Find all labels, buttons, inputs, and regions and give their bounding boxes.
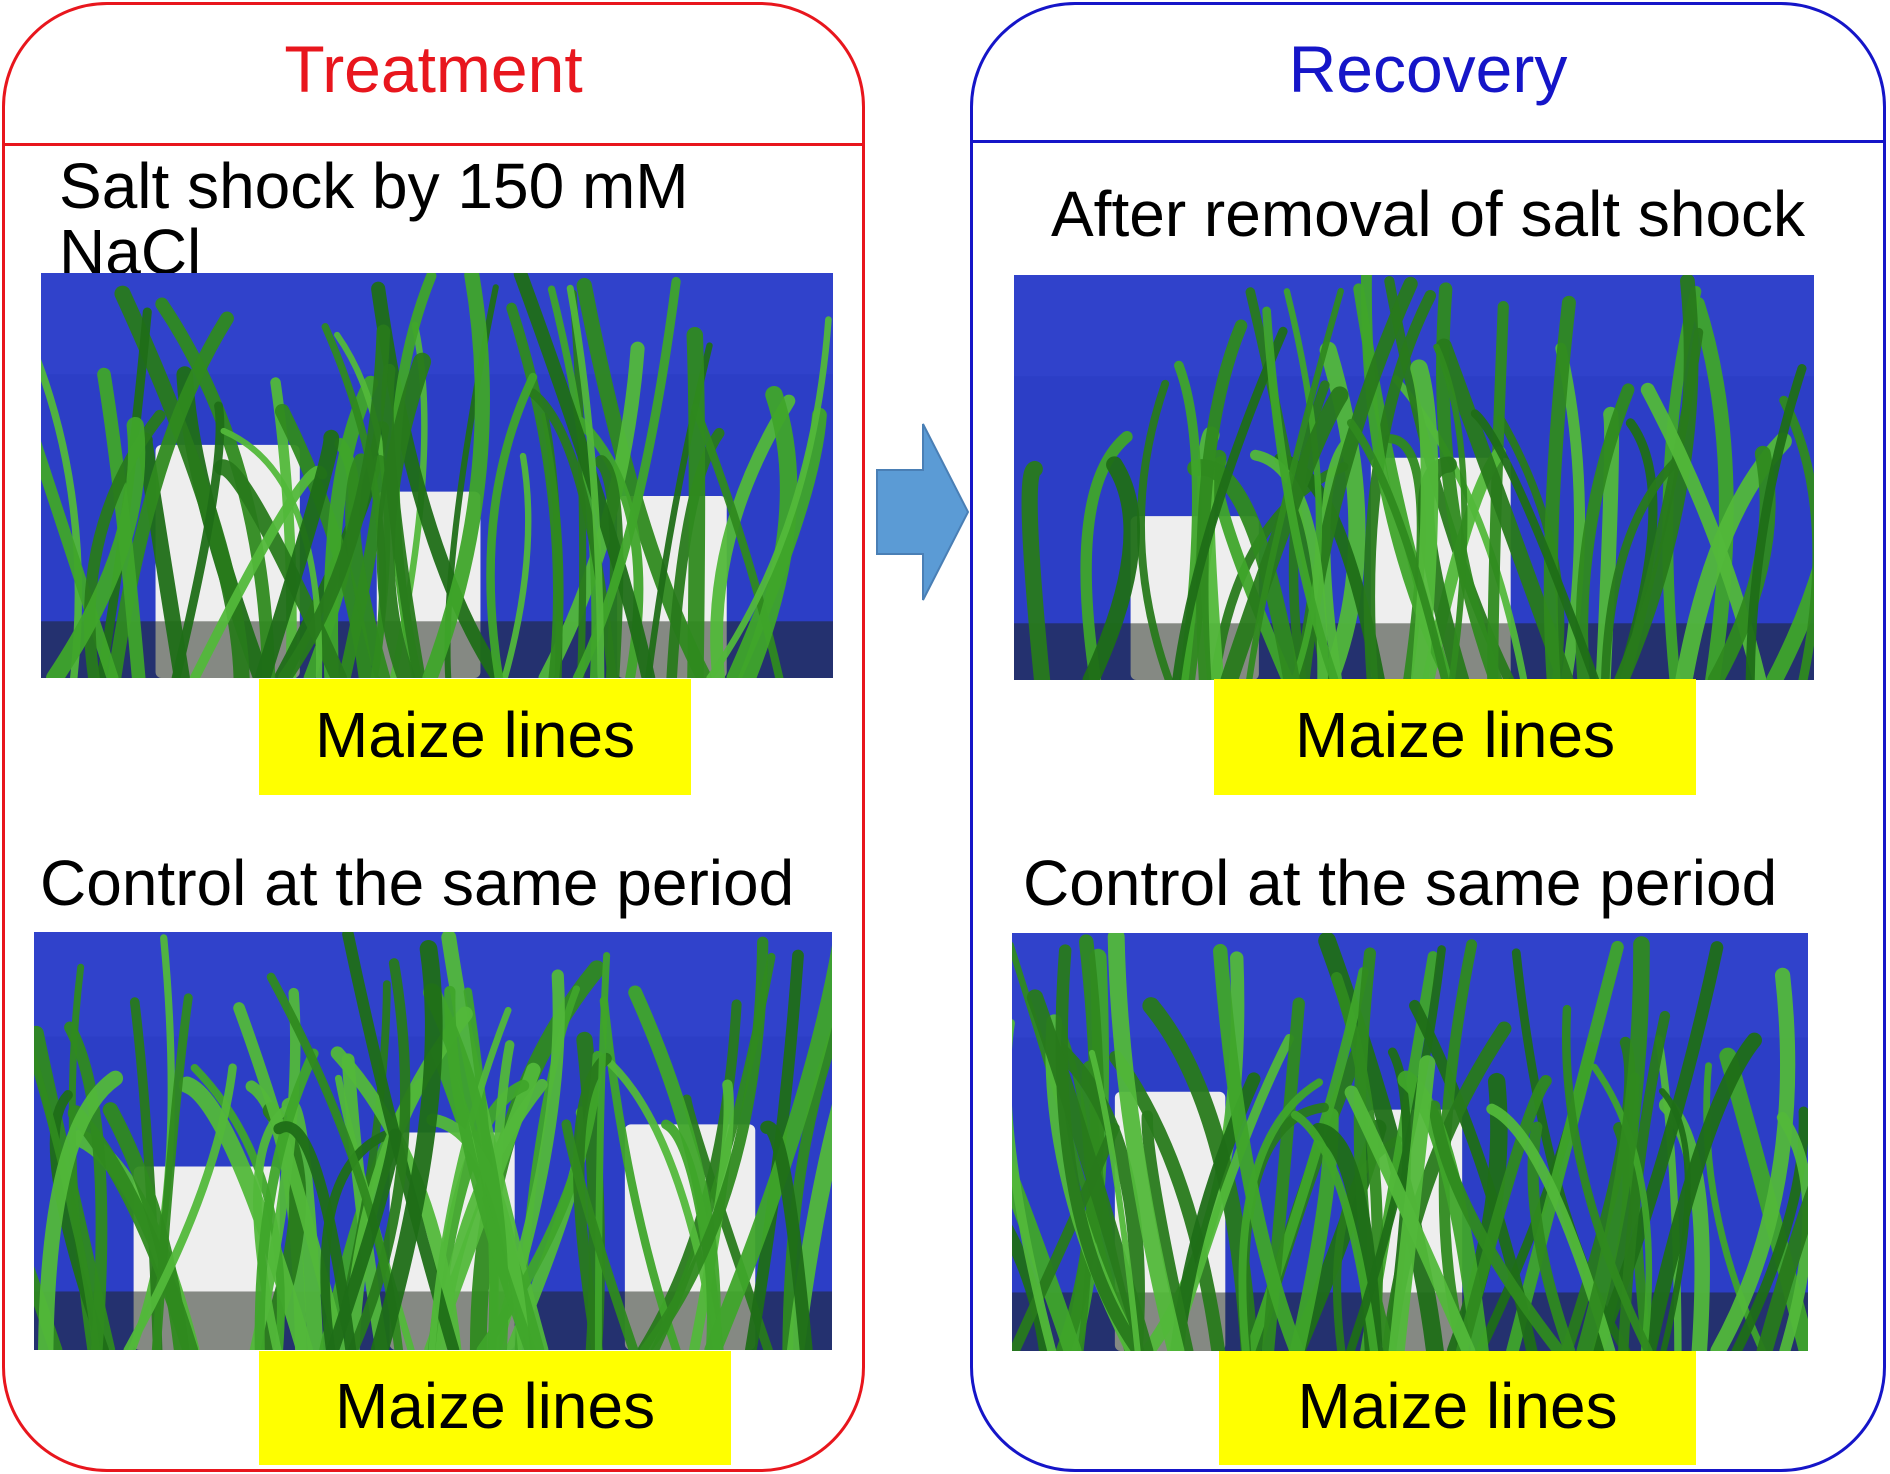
recovery-title: Recovery: [1288, 32, 1568, 106]
treatment-panel: Treatment Salt shock by 150 mM NaCl Maiz…: [2, 2, 865, 1472]
recovery-photo: [1014, 275, 1814, 680]
recovery-control-photo: [1012, 933, 1808, 1351]
treatment-top-maize-label: Maize lines: [259, 679, 691, 795]
recovery-panel: Recovery After removal of salt shock Mai…: [970, 2, 1886, 1472]
salt-shock-photo: [41, 273, 833, 678]
recovery-bottom-caption: Control at the same period: [1023, 847, 1778, 919]
treatment-control-photo: [34, 932, 832, 1350]
recovery-top-caption: After removal of salt shock: [1050, 178, 1806, 250]
treatment-title: Treatment: [284, 32, 583, 106]
treatment-divider: [5, 143, 862, 146]
treatment-bottom-caption: Control at the same period: [40, 847, 795, 919]
right-arrow-icon: [876, 423, 970, 601]
recovery-bottom-maize-label: Maize lines: [1219, 1351, 1696, 1465]
treatment-top-caption: Salt shock by 150 mM NaCl: [59, 150, 689, 288]
recovery-top-maize-label: Maize lines: [1214, 679, 1696, 795]
recovery-divider: [973, 140, 1883, 143]
treatment-bottom-maize-label: Maize lines: [259, 1351, 731, 1465]
